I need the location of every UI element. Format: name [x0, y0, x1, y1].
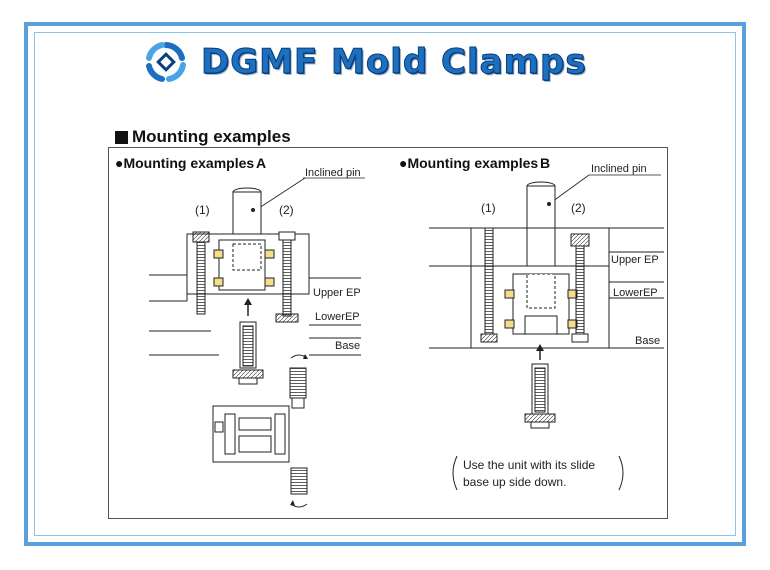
square-bullet-icon [115, 130, 128, 144]
example-b-letter: B [540, 155, 550, 171]
example-b-plates [429, 227, 664, 349]
example-a-set-screw-bottom [290, 467, 308, 508]
mounting-diagram-svg: ●Mounting examples A Inclined pin (1) (2… [115, 155, 664, 508]
example-a-marker-2: (2) [279, 203, 294, 217]
brand-header: DGMF Mold Clamps [145, 40, 625, 84]
example-a-lower-ep-label: LowerEP [315, 311, 360, 323]
leader-line [258, 177, 306, 209]
example-b-arrow-up-icon [536, 344, 544, 360]
example-b-note-line-1: Use the unit with its slide [463, 458, 595, 472]
example-b-heading: ●Mounting examples [399, 155, 538, 171]
example-b-lower-bolt [524, 363, 556, 429]
example-b-inclined-pin [526, 181, 556, 277]
example-a-marker-1: (1) [195, 203, 210, 217]
example-a-heading: ●Mounting examples [115, 155, 254, 171]
section-title: Mounting examples [115, 127, 291, 147]
filled-circle-bullet-icon: ● [115, 155, 123, 171]
example-b-marker-2: (2) [571, 201, 586, 215]
filled-circle-bullet-icon: ● [399, 155, 407, 171]
example-a-bolt-1 [192, 231, 210, 315]
note-paren-right [618, 455, 624, 491]
example-b-marker-1: (1) [481, 201, 496, 215]
example-a-base-label: Base [335, 340, 360, 352]
example-b-bolt-1 [480, 227, 498, 343]
example-b-base-label: Base [635, 335, 660, 347]
example-a-upper-ep-label: Upper EP [313, 287, 361, 299]
example-b-bolt-2 [570, 233, 590, 343]
note-paren-left [452, 455, 458, 491]
example-a-arrow-up-icon [244, 298, 252, 316]
example-b-inclined-pin-label: Inclined pin [591, 163, 647, 175]
mounting-diagram: ●Mounting examples A Inclined pin (1) (2… [108, 147, 668, 519]
example-a-bolt-2 [275, 231, 299, 323]
example-a-slide-unit [212, 405, 290, 463]
example-b: ●Mounting examples B Inclined pin (1) (2… [399, 155, 664, 491]
example-a: ●Mounting examples A Inclined pin (1) (2… [115, 155, 365, 508]
brand-title: DGMF Mold Clamps [201, 42, 587, 83]
example-b-note-line-2: base up side down. [463, 475, 566, 489]
section-title-text: Mounting examples [132, 127, 291, 146]
example-a-lower-bolt [232, 321, 264, 385]
example-a-set-screw-top [289, 367, 307, 409]
example-b-lower-ep-label: LowerEP [613, 287, 658, 299]
example-b-note: Use the unit with its slide base up side… [452, 455, 624, 491]
example-a-rotation-arrow-icon [290, 354, 308, 359]
page-frame-inner [34, 32, 736, 536]
example-b-upper-ep-label: Upper EP [611, 254, 659, 266]
example-a-inclined-pin-label: Inclined pin [305, 167, 361, 179]
leader-line [548, 174, 590, 205]
dgmf-ring-logo-icon [146, 42, 186, 82]
example-a-letter: A [256, 155, 266, 171]
